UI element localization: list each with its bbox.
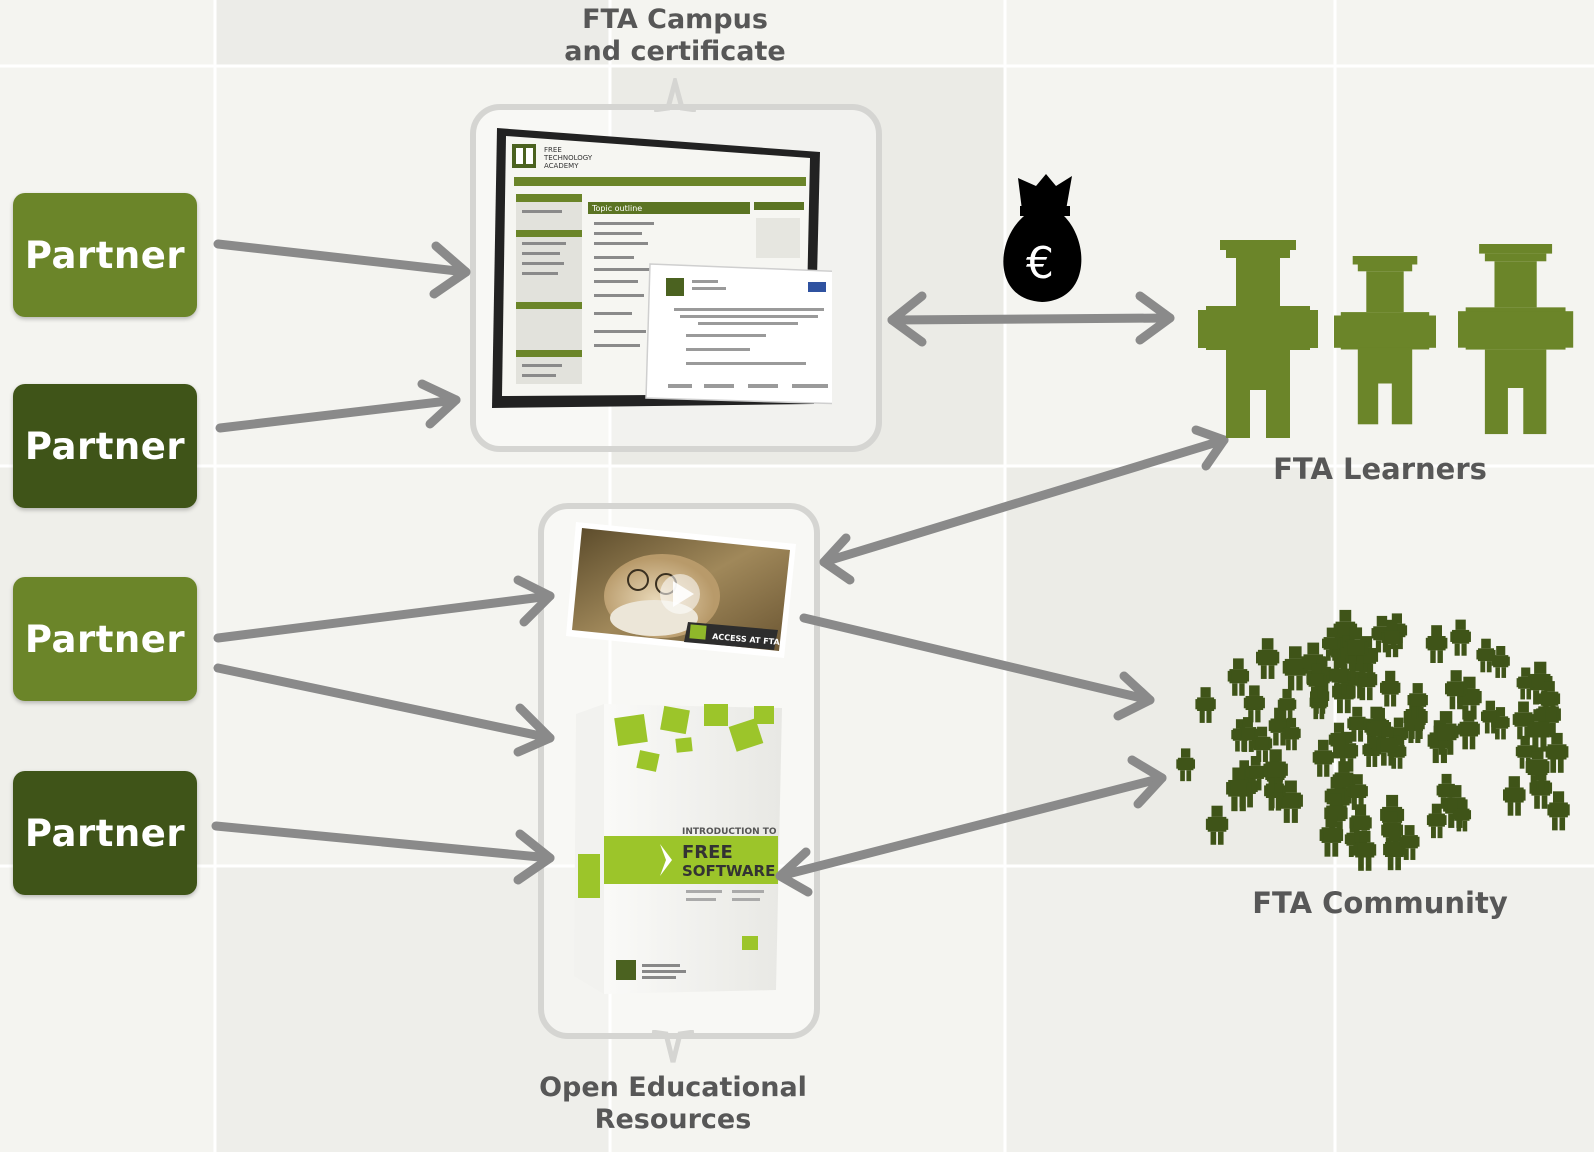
community-figure [1205,805,1229,845]
community-figure [1329,658,1351,695]
community-figure [1347,774,1368,810]
community-figure [1238,717,1258,752]
video-thumbnail: ACCESS AT FTA [566,522,796,658]
learner-figure-3 [1458,244,1574,435]
partner-label-3: Partner [24,617,186,661]
community-figure [1476,638,1496,673]
play-icon [673,581,694,607]
campus-brand-line2: TECHNOLOGY [543,154,593,162]
campus-label: FTA Campus and certificate [520,4,830,68]
community-figure [1282,717,1301,751]
campus-brand-line1: FREE [544,146,562,154]
community-figure [1243,685,1265,723]
community-figure [1227,658,1250,696]
money-bag-icon: € [1003,174,1082,302]
community-figure [1319,815,1344,857]
learner-figure-1 [1198,240,1318,438]
community-figure [1452,799,1472,832]
community-figure [1381,619,1403,658]
arrow-partner1-campus [213,239,471,299]
community-figure [1425,625,1448,663]
community-figure [1343,627,1369,671]
community-figure [1426,803,1447,839]
community-figure [1516,667,1535,700]
community-figure [1512,701,1535,740]
arrow-partner2-campus [215,379,461,433]
box-title-line2: FREE [682,842,733,863]
partner-box-2: Partner [13,384,197,508]
campus-brand-line3: ACADEMY [544,162,579,170]
learners-group [1198,240,1574,438]
partner-label-4: Partner [24,811,186,855]
community-figure [1457,710,1480,750]
community-figure [1376,726,1399,766]
oer-frame-notch [651,1030,695,1063]
community-figure [1380,670,1401,707]
campus-label-line2: and certificate [564,36,786,67]
arrow-partner3-box [213,663,555,757]
partner-label-1: Partner [24,233,186,277]
community-figure [1328,722,1350,759]
partner-box-3: Partner [13,577,197,701]
community-figure [1399,825,1420,860]
campus-screenshot: FREE TECHNOLOGY ACADEMY Topic outline [492,128,832,408]
community-figure [1256,638,1280,679]
community-figure [1503,776,1526,816]
partner-label-2: Partner [24,424,186,468]
community-figure [1445,670,1468,710]
community-figure [1176,748,1196,782]
oer-label-line1: Open Educational [539,1072,807,1103]
box-title-line3: SOFTWARE [682,862,775,880]
community-figure [1491,646,1510,678]
community-figure [1312,739,1334,777]
campus-frame-notch [653,78,697,112]
partner-box-4: Partner [13,771,197,895]
community-figure [1433,711,1459,755]
oer-label-line2: Resources [594,1104,752,1135]
learners-label: FTA Learners [1273,452,1487,486]
community-figure [1383,830,1406,871]
arrow-campus-learners [887,291,1175,347]
community-crowd [1176,609,1570,871]
community-figure [1545,732,1569,773]
community-figure [1263,749,1288,793]
software-box: INTRODUCTION TO FREE SOFTWARE [574,704,782,994]
euro-symbol: € [1026,238,1054,289]
community-figure [1407,683,1428,719]
community-figure [1306,663,1327,699]
community-figure [1353,830,1377,871]
community-figure [1527,709,1552,752]
community-figure [1450,619,1471,656]
community-figure [1481,700,1500,734]
arrow-partner4-box [211,821,555,885]
community-label: FTA Community [1252,886,1508,920]
arrow-partner3-video [213,575,555,643]
community-figure [1347,706,1368,742]
community-figure [1277,688,1297,722]
community-figure [1195,687,1216,723]
arrow-video-learners [819,425,1229,585]
box-title-line1: INTRODUCTION TO [682,827,777,837]
partner-box-1: Partner [13,193,197,317]
community-figure [1525,747,1550,789]
campus-section-title: Topic outline [591,204,642,213]
community-figure [1226,767,1252,812]
arrow-box-community [775,755,1167,897]
campus-label-line1: FTA Campus [582,4,768,35]
oer-label: Open Educational Resources [508,1072,838,1136]
arrow-video-community [799,613,1155,721]
community-figure [1547,791,1570,831]
community-figure [1322,627,1341,661]
learner-figure-2 [1334,256,1436,425]
